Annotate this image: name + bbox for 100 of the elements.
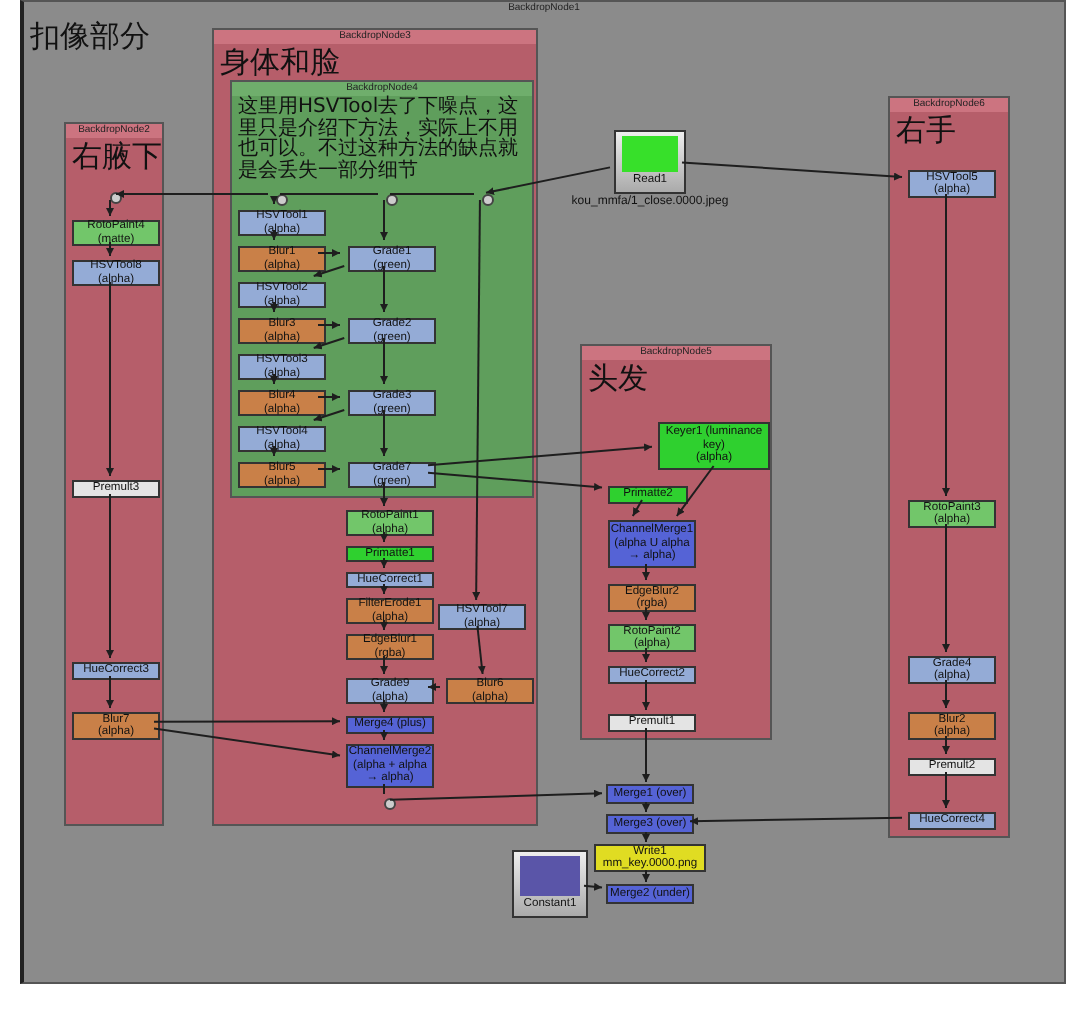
backdrop-panel — [20, 0, 1066, 984]
node-box — [346, 678, 434, 704]
arrow — [642, 727, 650, 783]
node-box — [238, 354, 326, 380]
backdrop-panel — [580, 344, 772, 740]
dot-node — [482, 194, 494, 206]
arrow — [312, 265, 346, 278]
arrow — [942, 193, 950, 497]
arrow — [106, 675, 114, 709]
backdrop-panel — [212, 28, 538, 826]
node-box — [346, 634, 434, 660]
arrow — [380, 655, 388, 675]
arrow — [681, 161, 903, 181]
arrow — [631, 499, 643, 517]
arrow — [380, 265, 388, 313]
arrow — [115, 190, 269, 198]
arrow — [942, 679, 950, 709]
arrow — [380, 337, 388, 385]
node-box — [348, 246, 436, 272]
constant-node — [512, 850, 588, 918]
arrow — [427, 683, 441, 691]
arrow — [380, 729, 388, 741]
arrow — [380, 199, 388, 241]
backdrop-panel — [888, 96, 1010, 838]
node-box — [238, 462, 326, 488]
arrow — [312, 337, 346, 350]
section-heading: 右腋下 — [72, 140, 162, 173]
note-backdrop — [230, 80, 534, 498]
node-box — [72, 260, 160, 286]
arrow — [380, 583, 388, 595]
node-box — [438, 604, 526, 630]
node-box — [608, 520, 696, 568]
node-box — [346, 572, 434, 588]
node-box — [238, 426, 326, 452]
node-box — [348, 390, 436, 416]
arrow — [380, 699, 388, 713]
arrow — [427, 443, 653, 467]
arrow — [427, 471, 603, 491]
arrow — [380, 481, 388, 507]
arrow — [106, 281, 114, 477]
node-box — [606, 814, 694, 834]
arrow — [689, 816, 903, 826]
arrow — [642, 647, 650, 663]
node-box — [348, 462, 436, 488]
arrow — [583, 882, 603, 891]
arrow — [642, 831, 650, 843]
node-box — [908, 170, 996, 198]
node-box — [608, 666, 696, 684]
node-box — [608, 714, 696, 732]
arrow — [485, 166, 611, 196]
dot-node — [384, 798, 396, 810]
node-box — [608, 584, 696, 612]
node-box — [72, 220, 160, 246]
arrow — [153, 727, 341, 759]
arrow — [380, 409, 388, 457]
arrow — [942, 735, 950, 755]
node-box — [346, 716, 434, 734]
arrow — [380, 619, 388, 631]
node-box — [908, 812, 996, 830]
node-box — [594, 844, 706, 872]
section-heading: 扣像部分 — [30, 20, 150, 53]
arrow — [106, 493, 114, 659]
node-box — [238, 318, 326, 344]
node-box — [608, 486, 688, 504]
section-heading: 头发 — [588, 362, 648, 395]
node-box — [238, 390, 326, 416]
arrow — [270, 445, 278, 457]
node-box — [908, 500, 996, 528]
arrow — [675, 465, 715, 517]
arrow — [642, 869, 650, 883]
arrow — [106, 241, 114, 257]
arrow — [942, 523, 950, 653]
node-box — [238, 282, 326, 308]
node-box — [606, 784, 694, 804]
node-box — [72, 662, 160, 680]
arrow — [642, 563, 650, 581]
node-box — [908, 712, 996, 740]
section-heading: 身体和脸 — [220, 46, 340, 79]
arrow — [380, 557, 388, 569]
node-box — [72, 712, 160, 740]
section-heading: 右手 — [896, 114, 956, 147]
arrow — [106, 199, 114, 217]
note-text: 这里用HSVTool去了下噪点，这里只是介绍下方法，实际上不用也可以。不过这种方法的缺点就是会丢失一部分细节 — [238, 98, 521, 182]
backdrop-panel — [64, 122, 164, 826]
node-box — [346, 598, 434, 624]
arrow — [270, 229, 278, 241]
node-box — [908, 758, 996, 776]
arrow — [153, 717, 341, 726]
arrow — [270, 301, 278, 313]
node-box — [658, 422, 770, 470]
arrow — [380, 531, 388, 543]
arrow — [270, 373, 278, 385]
arrow — [642, 679, 650, 711]
arrow — [270, 196, 278, 205]
arrow — [317, 465, 341, 473]
arrow — [317, 249, 341, 257]
node-box — [346, 744, 434, 788]
arrow — [317, 393, 341, 401]
arrow — [472, 199, 481, 601]
arrow — [942, 771, 950, 809]
